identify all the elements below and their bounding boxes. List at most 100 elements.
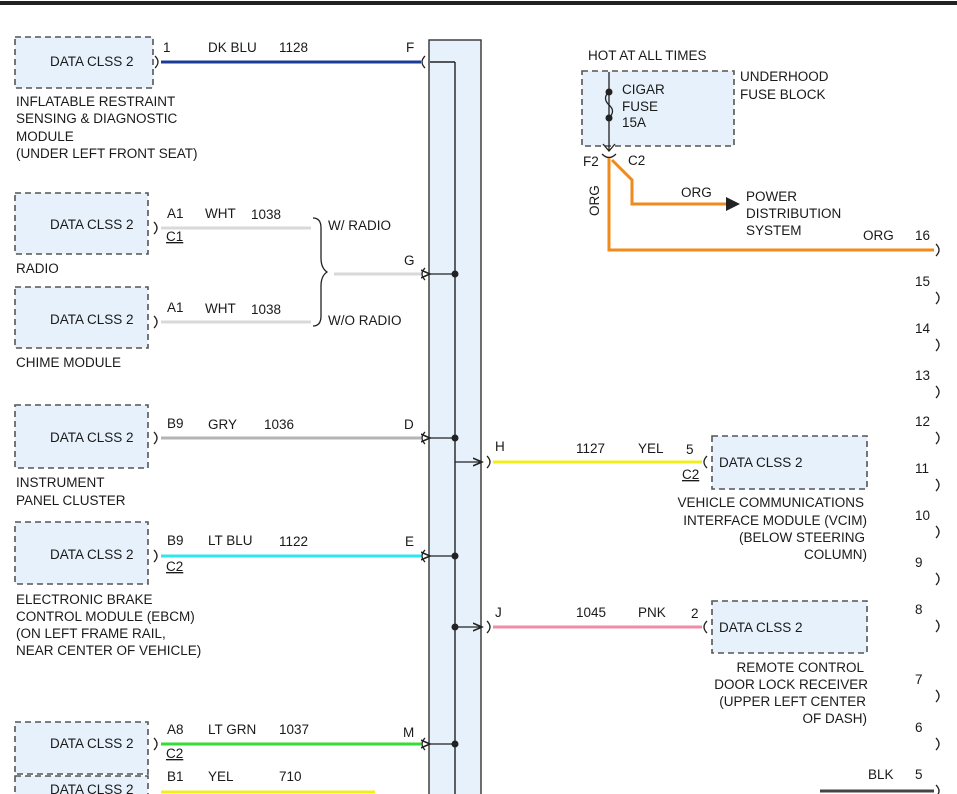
rcdlr-circuit: 1045 (576, 605, 606, 620)
rcdlr-pin: 2 (691, 606, 699, 621)
ebcm-wire-color: LT BLU (208, 533, 253, 548)
vcim-name-1: VEHICLE COMMUNICATIONS (677, 495, 864, 510)
rcdlr-name-4: OF DASH) (802, 711, 867, 726)
org-main-wire (607, 158, 934, 252)
vcim-wire-color: YEL (638, 441, 664, 456)
fuse-label-2: FUSE (622, 99, 658, 114)
dlc-pin-8: 8 (915, 602, 923, 617)
ebcm-name-3: (ON LEFT FRAME RAIL, (16, 626, 166, 641)
radio-circuit: 1038 (251, 207, 281, 222)
dlc-pin-5: 5 (915, 767, 923, 782)
vcim-pin: 5 (686, 442, 694, 457)
rcdlr-name-1: REMOTE CONTROL (736, 660, 864, 675)
dlc-pin-15-connector (935, 291, 940, 305)
dlc-org-label: ORG (863, 228, 894, 243)
dlc-pin-13: 13 (915, 368, 930, 383)
m-splice-pin: M (403, 725, 414, 740)
power-dist-3: SYSTEM (746, 223, 802, 238)
org-vertical-color: ORG (587, 185, 602, 216)
fuse-pin: F2 (583, 154, 599, 169)
power-dist-2: DISTRIBUTION (746, 206, 841, 221)
vcim-name-4: COLUMN) (804, 547, 867, 562)
fuse-block-box (581, 70, 735, 147)
org-branch-color: ORG (681, 185, 712, 200)
dlc-pin-10: 10 (915, 508, 930, 523)
ebcm-splice-pin: E (405, 534, 414, 549)
chime-box-label: DATA CLSS 2 (50, 312, 134, 327)
ipc-box-label: DATA CLSS 2 (50, 430, 134, 445)
radio-splice-pin: G (404, 253, 415, 268)
dlc-pin-11: 11 (915, 461, 929, 476)
ebcm-box-label: DATA CLSS 2 (50, 547, 134, 562)
sdm-box-label: DATA CLSS 2 (50, 54, 134, 69)
fuse-block-name-1: UNDERHOOD (740, 69, 829, 84)
ebcm-pin: B9 (167, 533, 184, 548)
splice-dot-g (451, 270, 459, 278)
without-radio-label: W/O RADIO (328, 313, 402, 328)
fuse-symbol (604, 91, 614, 119)
rcdlr-wire-color: PNK (638, 605, 666, 620)
bottom-module-box (14, 775, 149, 794)
m-module-wire-color: LT GRN (208, 722, 256, 737)
dlc-pin-6-connector (935, 737, 940, 751)
vcim-name-3: (BELOW STEERING (739, 530, 865, 545)
ipc-pin: B9 (167, 416, 184, 431)
dlc-pin-10-connector (935, 525, 940, 539)
rcdlr-box-label: DATA CLSS 2 (719, 620, 803, 635)
ipc-name-1: INSTRUMENT (16, 475, 105, 490)
sdm-splice-pin: F (406, 40, 414, 55)
radio-name: RADIO (16, 261, 59, 276)
dlc-pin-16: 16 (915, 228, 930, 243)
splice-dot-e (451, 552, 459, 560)
radio-connector: C1 (166, 229, 183, 244)
bottom-module-circuit: 710 (279, 769, 302, 784)
fuse-label-3: 15A (622, 115, 646, 130)
ebcm-circuit: 1122 (279, 534, 308, 549)
fuse-connector: C2 (628, 153, 645, 168)
dlc-pin-7-connector (935, 689, 940, 703)
radio-box (14, 192, 149, 255)
dlc-pin-12: 12 (915, 414, 930, 429)
m-module-box-label: DATA CLSS 2 (50, 736, 134, 751)
ebcm-connector: C2 (166, 559, 183, 574)
dlc-pin-12-connector (935, 431, 940, 445)
dlc-pin-11-connector (935, 478, 940, 492)
bottom-module-wire-color: YEL (208, 769, 234, 784)
radio-pin: A1 (167, 206, 184, 221)
dlc-pin-13-connector (935, 385, 940, 399)
ipc-box (14, 404, 149, 469)
splice-dot-m (451, 740, 459, 748)
dlc-pin-14: 14 (915, 321, 931, 336)
sdm-name-4: (UNDER LEFT FRONT SEAT) (16, 146, 198, 161)
dlc-pin-9: 9 (915, 555, 923, 570)
vcim-name-2: INTERFACE MODULE (VCIM) (683, 513, 867, 528)
fuse-label-1: CIGAR (622, 82, 665, 97)
dlc-pin-14-connector (935, 338, 940, 352)
sdm-wire-color: DK BLU (208, 40, 257, 55)
dlc-pin-16-connector (935, 243, 940, 257)
power-dist-1: POWER (746, 189, 797, 204)
dlc-pin-15: 15 (915, 274, 930, 289)
m-module-box (14, 721, 149, 775)
rcdlr-name-2: DOOR LOCK RECEIVER (714, 677, 868, 692)
sdm-box (14, 36, 154, 89)
dlc-pin-7: 7 (915, 672, 923, 687)
ebcm-name-2: CONTROL MODULE (EBCM) (16, 609, 195, 624)
chime-pin: A1 (167, 300, 184, 315)
fuse-block-name-2: FUSE BLOCK (740, 87, 826, 102)
bottom-module-pin: B1 (167, 769, 184, 784)
org-branch-wire (610, 158, 728, 206)
radio-box-label: DATA CLSS 2 (50, 217, 134, 232)
vcim-box (711, 435, 868, 490)
sdm-name-3: MODULE (16, 129, 74, 144)
m-module-pin: A8 (167, 722, 184, 737)
vcim-box-label: DATA CLSS 2 (719, 455, 803, 470)
sdm-name-2: SENSING & DIAGNOSTIC (16, 111, 178, 126)
rcdlr-box (711, 600, 868, 654)
chime-name: CHIME MODULE (16, 355, 121, 370)
option-brace (312, 217, 329, 327)
ipc-circuit: 1036 (264, 417, 294, 432)
chime-circuit: 1038 (251, 302, 281, 317)
